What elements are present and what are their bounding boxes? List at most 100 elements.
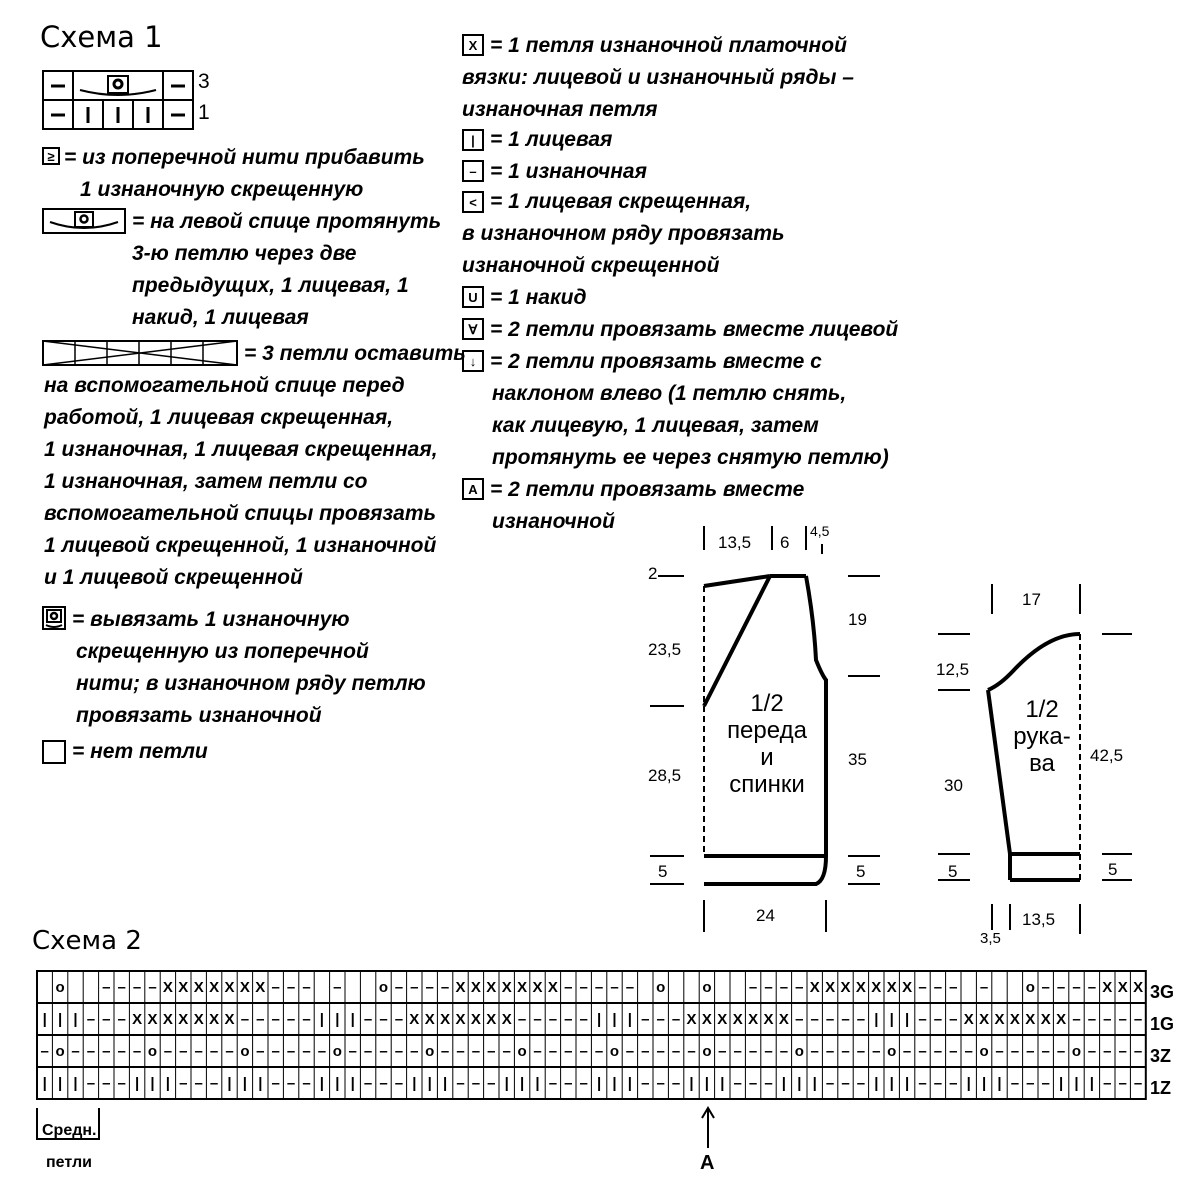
legend-cable-line6: вспомогательной спицы провязать	[44, 502, 436, 525]
scheme2-symbol: |	[890, 1011, 894, 1028]
scheme2-symbol: –	[749, 1043, 757, 1060]
scheme2-symbol: –	[256, 1043, 264, 1060]
scheme2-symbol: –	[980, 979, 988, 996]
scheme2-symbol: X	[471, 979, 481, 996]
scheme2-symbol: X	[532, 979, 542, 996]
body-dim-left-rib: 5	[658, 862, 668, 881]
scheme2-symbol: |	[905, 1075, 909, 1092]
scheme2-symbol: –	[1134, 1043, 1142, 1060]
legend-knit-line1: = 1 лицевая	[490, 128, 613, 151]
scheme2-symbol: X	[548, 979, 558, 996]
scheme2-symbol: –	[71, 1043, 79, 1060]
scheme2-symbol: –	[1042, 1075, 1050, 1092]
scheme2-symbol: –	[949, 1075, 957, 1092]
scheme2-symbol: –	[333, 979, 341, 996]
scheme2-symbol: |	[597, 1011, 601, 1028]
scheme2-symbol: X	[147, 1011, 157, 1028]
scheme2-symbol: X	[255, 979, 265, 996]
scheme2-symbol: –	[811, 1011, 819, 1028]
body-dim-right-rib: 5	[856, 862, 866, 881]
scheme2-symbol: –	[102, 979, 110, 996]
scheme2-symbol: o	[887, 1043, 896, 1060]
scheme2-symbol: |	[166, 1075, 170, 1092]
legend-cable-line1: = 3 петли оставить	[244, 342, 466, 365]
scheme2-symbol: –	[949, 1011, 957, 1028]
scheme2-symbol: –	[364, 1075, 372, 1092]
scheme2-symbol: X	[440, 1011, 450, 1028]
scheme2-symbol: –	[1134, 1011, 1142, 1028]
scheme2-symbol: –	[210, 1075, 218, 1092]
sleeve-dim-left-rib: 5	[948, 862, 958, 881]
scheme1-title: Схема 1	[40, 20, 163, 54]
scheme2-symbol: X	[779, 1011, 789, 1028]
scheme2-symbol: X	[994, 1011, 1004, 1028]
scheme2-symbol: X	[240, 979, 250, 996]
scheme2-symbol: X	[455, 979, 465, 996]
scheme2-symbol: –	[1026, 1075, 1034, 1092]
scheme2-symbol: –	[841, 1043, 849, 1060]
scheme2-symbol: o	[333, 1043, 342, 1060]
yarn-over-icon: U	[462, 286, 484, 308]
scheme2-symbol: –	[626, 1043, 634, 1060]
legend-knit-crossed-line3: изнаночной скрещенной	[462, 254, 720, 277]
scheme2-symbol: –	[364, 1043, 372, 1060]
scheme2-symbol: o	[1072, 1043, 1081, 1060]
scheme2-symbol: |	[813, 1075, 817, 1092]
scheme2-symbol: X	[517, 979, 527, 996]
k2tog-icon: ∀	[462, 318, 484, 340]
scheme2-symbol: X	[1133, 979, 1143, 996]
scheme2-symbol: X	[178, 979, 188, 996]
sleeve-dim-bottom-a: 3,5	[980, 930, 1001, 947]
scheme2-symbol: |	[612, 1075, 616, 1092]
scheme2-symbol: –	[1103, 1043, 1111, 1060]
scheme2-symbol: –	[426, 979, 434, 996]
legend-cable-line7: 1 лицевой скрещенной, 1 изнаночной	[44, 534, 437, 557]
scheme2-symbol: –	[1057, 1043, 1065, 1060]
legend-cable-line3: работой, 1 лицевая скрещенная,	[44, 406, 394, 429]
scheme2-symbol: –	[549, 1011, 557, 1028]
scheme2-symbol: –	[472, 1075, 480, 1092]
scheme2-symbol: –	[518, 1011, 526, 1028]
legend-increase-purl-crossed-line2: 1 изнаночную скрещенную	[80, 178, 364, 201]
purl-icon: –	[462, 160, 484, 182]
scheme2-symbol: –	[1088, 979, 1096, 996]
scheme2-symbol: –	[272, 979, 280, 996]
scheme2-symbol: –	[1103, 1075, 1111, 1092]
scheme2-symbol: –	[87, 1043, 95, 1060]
sleeve-dim-right-rib: 5	[1108, 860, 1118, 879]
scheme2-symbol: –	[287, 979, 295, 996]
scheme2-symbol: –	[687, 1043, 695, 1060]
no-stitch-icon	[42, 740, 66, 764]
scheme2-symbol: X	[455, 1011, 465, 1028]
scheme2-symbol: |	[967, 1075, 971, 1092]
scheme2-symbol: |	[58, 1075, 62, 1092]
middle-stitches-label-2: петли	[46, 1154, 92, 1171]
scheme2-symbol: X	[486, 1011, 496, 1028]
scheme2-symbol: –	[826, 1043, 834, 1060]
scheme2-symbol: –	[734, 1075, 742, 1092]
scheme2-symbol: –	[857, 1075, 865, 1092]
scheme2-symbol: |	[412, 1075, 416, 1092]
sleeve-dim-left-cap: 12,5	[936, 660, 970, 679]
scheme2-symbol: –	[657, 1043, 665, 1060]
scheme2-symbol: –	[1042, 1043, 1050, 1060]
increase-purl-crossed-icon: ≥	[42, 147, 60, 165]
legend-knit-crossed-line2: в изнаночном ряду провязать	[462, 222, 785, 245]
body-dim-top-a: 13,5	[718, 533, 752, 552]
scheme2-symbol: –	[533, 1011, 541, 1028]
scheme2-symbol: –	[780, 1043, 788, 1060]
scheme2-symbol: o	[656, 979, 665, 996]
scheme2-symbol: –	[672, 1043, 680, 1060]
legend-purl-crossed-line3: нити; в изнаночном ряду петлю	[76, 672, 426, 695]
scheme2-symbol: X	[163, 979, 173, 996]
row-label-1z: 1Z	[1150, 1078, 1172, 1098]
scheme2-symbol: |	[997, 1075, 1001, 1092]
legend-cable-line4: 1 изнаночная, 1 лицевая скрещенная,	[44, 438, 438, 461]
scheme2-symbol: –	[241, 1011, 249, 1028]
scheme2-symbol: –	[395, 1011, 403, 1028]
scheme2-symbol: –	[580, 1075, 588, 1092]
scheme2-symbol: –	[87, 1075, 95, 1092]
legend-ssk-line2: наклоном влево (1 петлю снять,	[492, 382, 847, 405]
scheme2-symbol: –	[349, 1043, 357, 1060]
